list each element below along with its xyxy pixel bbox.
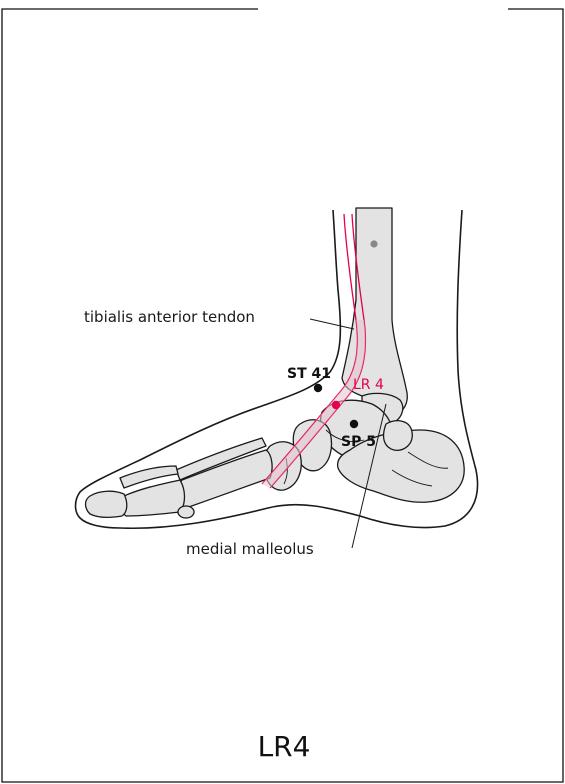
sesamoid [178,506,194,518]
caption-title: LR4 [258,730,311,763]
point-st41-label: ST 41 [287,366,331,382]
tarsal-small [384,421,413,451]
point-sp5-label: SP 5 [341,434,376,450]
tibialis-leader [310,319,354,329]
phalanx-distal [86,491,127,517]
label-tibialis-anterior-tendon: tibialis anterior tendon [84,308,255,326]
point-sp5-dot [350,420,358,428]
point-lr4-dot [332,401,340,409]
point-lr4-label: LR 4 [353,377,384,393]
tibia-marker-dot [370,240,377,247]
label-medial-malleolus: medial malleolus [186,540,314,558]
page-border [2,9,563,782]
point-st41-dot [314,384,322,392]
